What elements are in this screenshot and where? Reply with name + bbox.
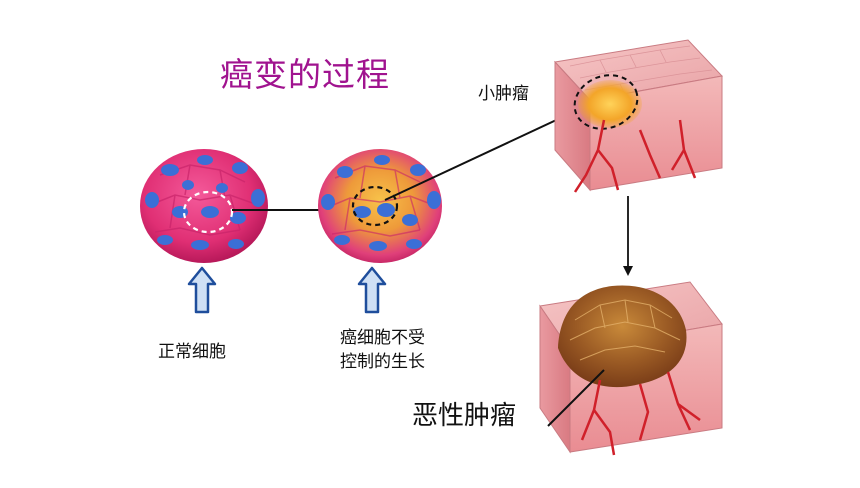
normal-nuclei [145,155,265,250]
label-normal-cell: 正常细胞 [158,342,226,362]
malignant-tumor-skin-block [539,281,723,456]
up-arrow-cancer [357,266,387,314]
label-uncontrolled-line2: 控制的生长 [340,352,425,372]
label-malignant-tumor: 恶性肿瘤 [412,401,517,431]
small-tumor-highlight [573,74,639,130]
small-tumor-skin-block [554,39,723,193]
small-tumor-vessels [573,119,697,193]
label-uncontrolled-growth: 癌细胞不受 控制的生长 [340,326,460,374]
up-arrow-normal [187,266,217,314]
malignant-tumor-vessels [580,371,701,456]
label-uncontrolled-line1: 癌细胞不受 [340,328,425,348]
down-arrow [623,196,633,276]
connector-line-2 [384,107,583,201]
label-small-tumor: 小肿瘤 [478,84,529,104]
malignant-pointer-line [547,369,605,427]
normal-cell-highlight [182,190,234,234]
cancer-cell-cluster [318,149,442,263]
cancer-nuclei [321,155,441,251]
normal-cell-cluster [140,149,268,263]
diagram-title: 癌变的过程 [220,55,390,94]
cancer-cell-highlight [351,185,399,227]
